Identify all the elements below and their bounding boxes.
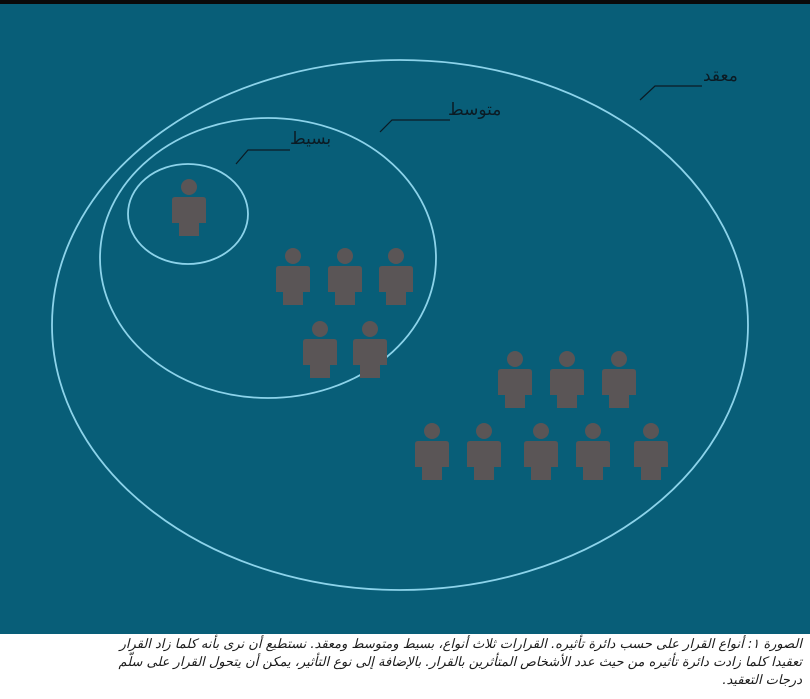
person-icon — [550, 351, 584, 408]
simple-leader-line — [235, 149, 290, 165]
person-icon — [328, 248, 362, 305]
person-icon — [379, 248, 413, 305]
caption-line: الصورة ١: أنواع القرار على حسب دائرة تأث… — [119, 637, 802, 652]
person-icon — [303, 321, 337, 378]
simple-label: بسيط — [290, 129, 331, 149]
decision-circles-diagram: معقد متوسط بسيط — [51, 59, 749, 591]
simple-circle — [127, 163, 249, 265]
person-icon — [467, 423, 501, 480]
figure-caption: الصورة ١: أنواع القرار على حسب دائرة تأث… — [6, 636, 802, 690]
complex-leader-line — [639, 85, 702, 101]
person-icon — [524, 423, 558, 480]
person-icon — [634, 423, 668, 480]
caption-line: درجات التعقيد. — [722, 673, 802, 688]
person-icon — [498, 351, 532, 408]
medium-label: متوسط — [448, 100, 501, 120]
medium-circle — [99, 117, 437, 399]
medium-leader-line — [379, 119, 450, 133]
complex-label: معقد — [703, 66, 738, 86]
caption-line: تعقيدا كلما زادت دائرة تأثيره من حيث عدد… — [118, 655, 802, 670]
person-icon — [276, 248, 310, 305]
complex-circle — [51, 59, 749, 591]
person-icon — [172, 179, 206, 236]
person-icon — [602, 351, 636, 408]
person-icon — [576, 423, 610, 480]
diagram-panel: معقد متوسط بسيط — [0, 0, 810, 634]
person-icon — [353, 321, 387, 378]
person-icon — [415, 423, 449, 480]
